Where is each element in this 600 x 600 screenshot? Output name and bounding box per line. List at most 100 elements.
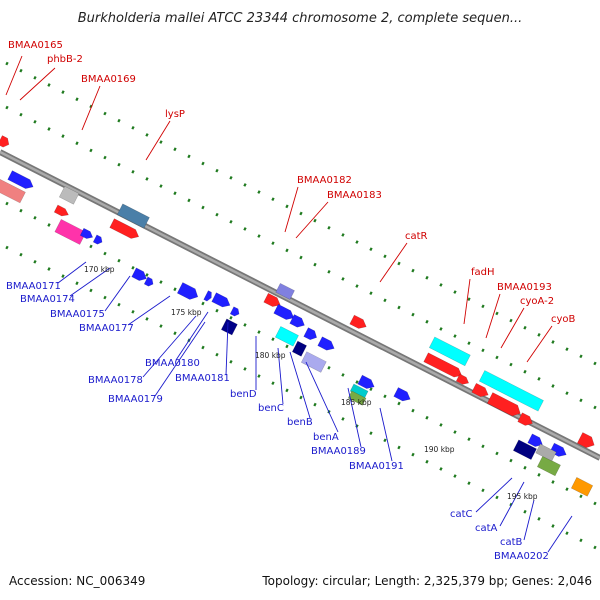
gc-dot: [481, 348, 485, 353]
gc-dot: [425, 415, 429, 420]
leader-line: [475, 477, 513, 513]
gc-dot: [579, 538, 583, 543]
gc-dot: [89, 244, 93, 249]
gc-dot: [131, 125, 135, 130]
gene-box: [570, 477, 594, 497]
leader-line: [295, 201, 329, 239]
gene-feature: [79, 227, 94, 239]
gc-dot: [355, 284, 359, 288]
gene-feature: [273, 303, 295, 320]
feature-tracks: [0, 135, 595, 497]
gc-dot: [537, 377, 541, 381]
gc-dot: [5, 61, 9, 66]
gc-dot: [103, 295, 107, 300]
gc-dot: [411, 268, 415, 273]
gc-dot: [313, 218, 317, 223]
gene-feature: [512, 439, 537, 460]
gc-dot: [537, 333, 541, 337]
gc-dot: [89, 288, 93, 293]
leader-line: [305, 361, 339, 433]
gc-dot: [33, 216, 37, 220]
gc-dot: [523, 465, 527, 470]
label-lysP: lysP: [165, 109, 185, 120]
gc-dot: [313, 402, 317, 407]
leader-line: [284, 186, 299, 233]
gene-box: [347, 390, 367, 406]
gc-dot: [103, 155, 107, 160]
gc-dot: [173, 331, 177, 336]
gene-arrow: [7, 170, 34, 189]
gene-feature: [143, 276, 154, 287]
gc-dot: [523, 325, 527, 330]
leader-line: [523, 499, 535, 541]
gc-dot: [495, 495, 499, 500]
gc-content-track: [5, 61, 597, 550]
gc-dot: [537, 517, 541, 521]
gc-dot: [439, 327, 443, 331]
label-catB: catB: [500, 537, 523, 548]
gc-dot: [131, 309, 135, 314]
gene-feature: [423, 352, 462, 378]
label-fadH: fadH: [471, 267, 495, 278]
leader-line: [289, 351, 311, 419]
gc-dot: [565, 487, 569, 491]
gene-feature: [263, 292, 281, 307]
label-BMAA0191: BMAA0191: [349, 461, 404, 472]
gc-dot: [327, 269, 331, 274]
gene-box: [512, 439, 537, 460]
gene-arrow: [176, 282, 199, 300]
gc-dot: [47, 223, 51, 227]
gc-dot: [271, 381, 275, 386]
gc-dot: [313, 262, 317, 267]
gene-feature: [576, 432, 595, 448]
gc-dot: [257, 190, 261, 194]
gc-dot: [257, 234, 261, 238]
gene-feature: [275, 282, 295, 300]
gc-dot: [103, 251, 107, 256]
gene-feature: [535, 443, 557, 462]
label-catA: catA: [475, 523, 498, 534]
gc-dot: [411, 408, 415, 413]
gene-feature: [303, 327, 317, 341]
gc-dot: [5, 201, 9, 206]
gene-feature: [300, 351, 327, 373]
gc-dot: [75, 141, 79, 146]
gene-box: [274, 326, 299, 347]
gene-arrow: [471, 382, 489, 398]
label-leaders: [5, 55, 573, 553]
gene-arrow: [131, 267, 147, 281]
gc-dot: [355, 380, 359, 384]
gene-feature: [0, 178, 26, 204]
gc-dot: [19, 252, 23, 257]
gene-feature: [349, 314, 367, 329]
gene-arrow: [53, 204, 69, 217]
gc-dot: [229, 175, 233, 180]
gc-dot: [131, 265, 135, 270]
gc-dot: [439, 423, 443, 427]
label-BMAA0202: BMAA0202: [494, 551, 549, 562]
gc-dot: [495, 355, 499, 360]
label-catR: catR: [405, 231, 428, 242]
gc-dot: [495, 311, 499, 316]
label-BMAA0178: BMAA0178: [88, 375, 143, 386]
gc-dot: [61, 90, 65, 94]
label-phbB-2: phbB-2: [47, 54, 83, 65]
leader-line: [81, 85, 101, 131]
gene-feature: [347, 390, 367, 406]
label-BMAA0177: BMAA0177: [79, 323, 134, 334]
gc-dot: [173, 287, 177, 292]
gene-feature: [211, 292, 231, 308]
gene-box: [291, 340, 307, 357]
gc-dot: [61, 274, 65, 278]
tick-195-kbp: 195 kbp: [507, 492, 538, 501]
leader-line: [499, 481, 525, 527]
gene-feature: [527, 433, 543, 447]
gc-dot: [341, 277, 345, 281]
gc-dot: [425, 275, 429, 280]
gene-arrow: [92, 234, 103, 245]
gc-dot: [243, 367, 247, 371]
gene-feature: [570, 477, 594, 497]
label-benA: benA: [313, 432, 339, 443]
gc-dot: [411, 452, 415, 457]
gc-dot: [243, 227, 247, 231]
